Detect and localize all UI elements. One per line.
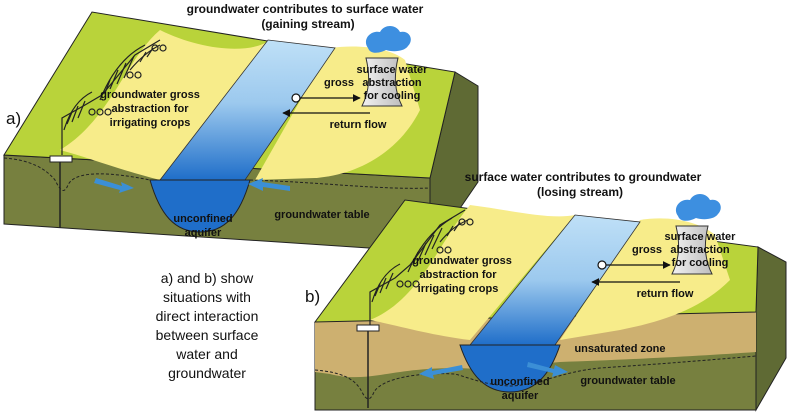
panel-a-flow-arrow-left [94,178,134,193]
caption-line-5: water and [175,346,237,362]
panel-b-sw-1: surface water [665,231,737,243]
caption-line-1: a) and b) show [161,270,254,286]
panel-a-return-flow: return flow [330,119,387,131]
caption-line-2: situations with [163,289,251,305]
panel-a-sw-3: for cooling [364,90,421,102]
panel-a-river-section [149,179,251,233]
panel-a-title-1: groundwater contributes to surface water [187,2,424,16]
caption: a) and b) show situations with direct in… [156,270,259,381]
panel-a-aquifer-1: unconfined [173,213,232,225]
panel-b-irrigation-pivot-icon [369,209,474,325]
panel-b-block [313,199,787,412]
panel-a-gw-abstraction-3: irrigating crops [110,117,191,129]
panel-a-flow-arrow-right [248,178,290,191]
panel-a-field-left [60,30,270,180]
panel-b-title-2: (losing stream) [537,185,623,199]
panel-a-gw-abstraction-2: abstraction for [111,103,189,115]
panel-a-block [3,11,479,254]
panel-b-cooling-tower-icon [671,194,721,275]
panel-a-steam-icon [365,26,411,53]
panel-a-sw-2-left: gross [324,77,354,89]
panel-b-flow-arrow-right [527,362,568,377]
panel-b-title-1: surface water contributes to groundwater [465,170,702,184]
panel-b-flow-arrow-left [419,365,463,379]
panel-a-cooling-tower-icon [361,26,411,107]
panel-a-gw-table: groundwater table [274,209,369,221]
panel-b-intake-icon [597,260,607,270]
panel-b-gw-table-line [314,355,757,400]
panel-b-steam-icon [675,194,721,221]
panel-b-letter: b) [305,287,320,306]
panel-a-well-head [49,155,73,163]
panel-a-title-2: (gaining stream) [261,17,354,31]
panel-a-intake-icon [291,93,301,103]
panel-a-sw-1: surface water [357,64,429,76]
panel-b-gw-abstraction-1: groundwater gross [412,255,512,267]
panel-a-aquifer-2: aquifer [185,227,222,239]
panel-b-unsat-zone: unsaturated zone [574,343,665,355]
caption-line-3: direct interaction [156,308,259,324]
panel-b-aquifer-1: unconfined [490,376,549,388]
panel-a-letter: a) [6,109,21,128]
caption-line-4: between surface [156,327,259,343]
panel-b-gw-abstraction-3: irrigating crops [418,283,499,295]
panel-a-sw-2-right: abstraction [362,77,422,89]
panel-b-side-face [755,246,787,412]
panel-b-gw-table: groundwater table [580,375,675,387]
panel-b-sw-2-right: abstraction [670,244,730,256]
panel-b-field-left [370,205,575,340]
caption-line-6: groundwater [168,365,246,381]
panel-a-gw-abstraction-1: groundwater gross [100,89,200,101]
panel-b-sw-3: for cooling [672,257,729,269]
panel-a-irrigation-pivot-icon [61,39,167,155]
panel-a-gw-table-line [3,157,431,191]
panel-b-river-section [459,344,561,393]
panel-b-return-flow: return flow [637,288,694,300]
panel-b-gw-abstraction-2: abstraction for [419,269,497,281]
panel-b-sw-2-left: gross [632,244,662,256]
panel-b-well-head [356,324,380,332]
panel-b-aquifer-2: aquifer [502,390,539,402]
